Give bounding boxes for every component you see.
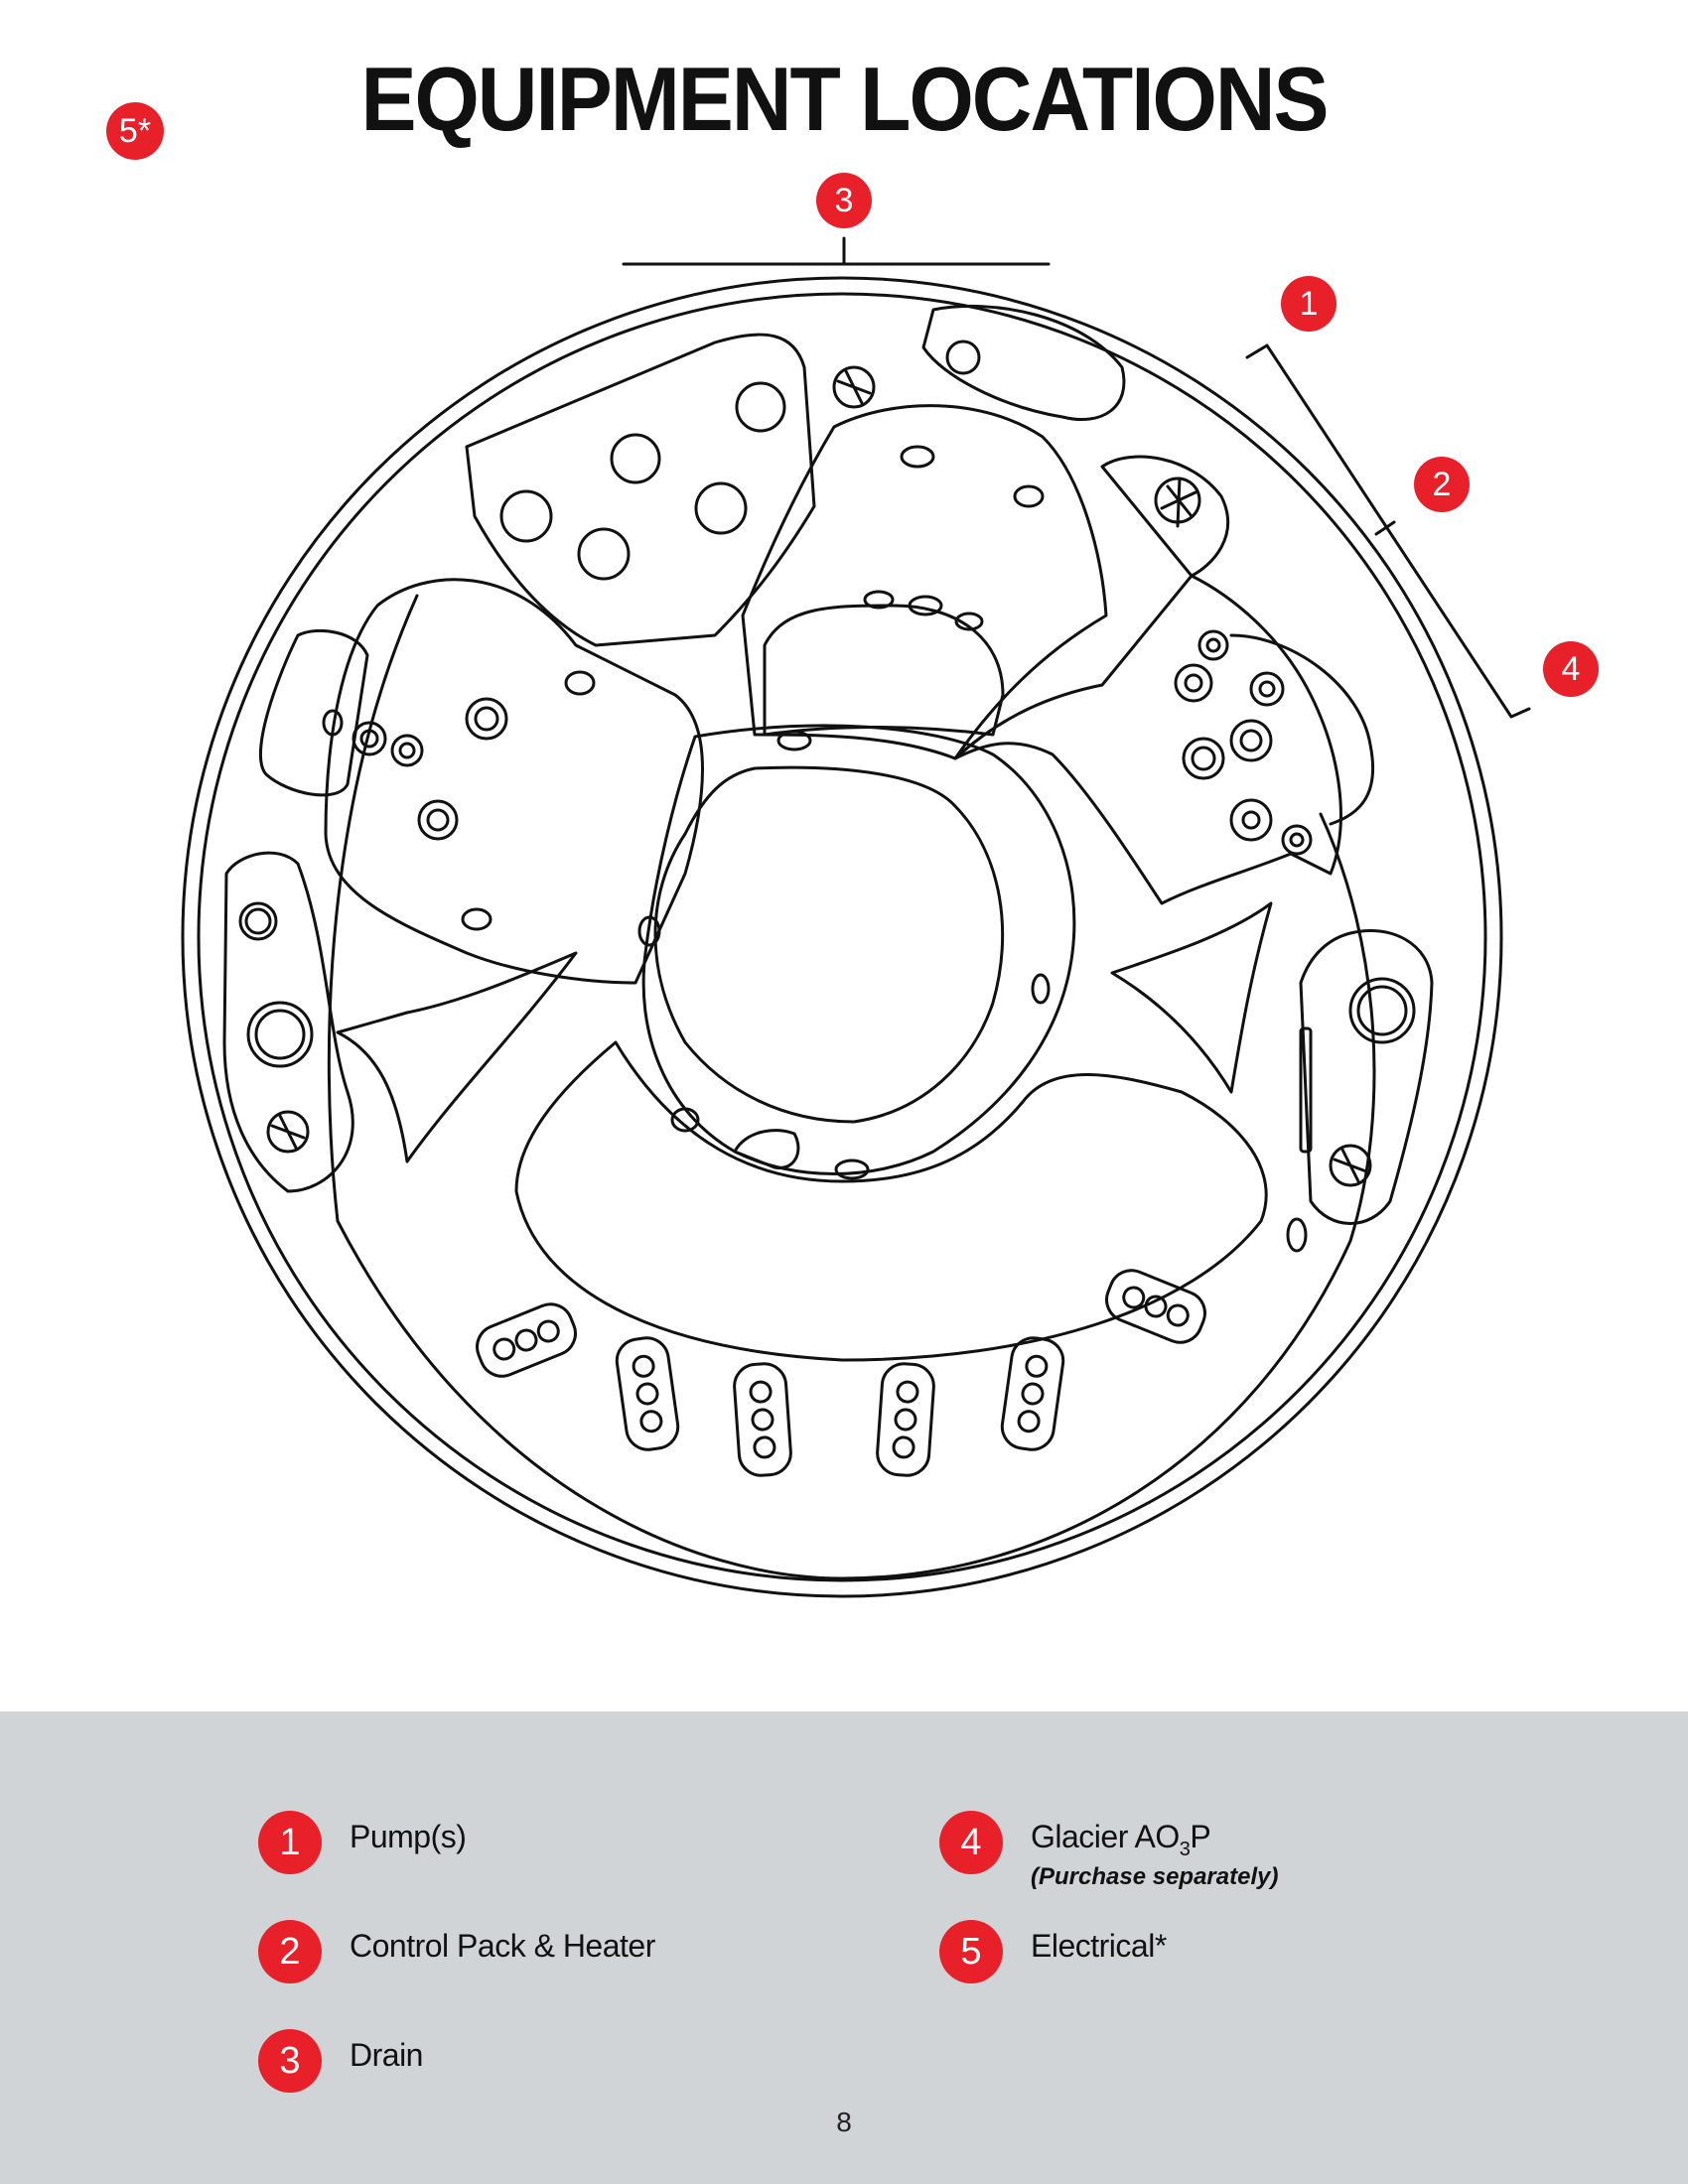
legend-label: Control Pack & Heater — [350, 1928, 655, 1964]
tub-inner-rim — [197, 292, 1487, 1582]
legend-number: 4 — [960, 1821, 982, 1863]
legend-item-pumps: 1 Pump(s) — [258, 1811, 467, 1874]
glacier-label-suffix: P — [1190, 1819, 1211, 1854]
legend-note: (Purchase separately) — [1031, 1863, 1279, 1890]
right-valve-icon — [1329, 1144, 1372, 1187]
legend-panel: 1 Pump(s) 2 Control Pack & Heater 3 Drai… — [0, 1711, 1688, 2184]
bench-seat — [514, 1040, 1268, 1362]
legend-item-control-pack: 2 Control Pack & Heater — [258, 1920, 655, 1983]
left-valve-icon — [266, 1110, 310, 1154]
legend-badge: 5 — [939, 1920, 1003, 1983]
bench-jets — [476, 1269, 1206, 1477]
left-pillow — [258, 628, 369, 797]
left-pillow-jet — [322, 709, 344, 737]
legend-badge: 4 — [939, 1811, 1003, 1874]
glacier-label-prefix: Glacier AO — [1031, 1819, 1180, 1854]
back-seat — [741, 404, 1108, 760]
page-number: 8 — [836, 2107, 852, 2137]
control-pack-marker: 2 — [1414, 457, 1470, 512]
legend-label: Glacier AO3P — [1031, 1819, 1278, 1861]
tub-outer-rim — [181, 276, 1503, 1598]
legend-label: Electrical* — [1031, 1928, 1167, 1964]
top-valve-icon — [832, 365, 876, 409]
pumps-marker: 1 — [1281, 276, 1336, 332]
electrical-marker-label: 5* — [118, 111, 152, 150]
left-console — [222, 851, 354, 1193]
glacier-marker-label: 4 — [1561, 649, 1581, 688]
legend-number: 5 — [960, 1930, 982, 1973]
right-divider — [1110, 901, 1273, 1094]
left-divider — [336, 951, 578, 1163]
legend-badge: 3 — [258, 2029, 322, 2093]
drain-marker-label: 3 — [834, 181, 854, 219]
legend-item-glacier: 4 Glacier AO3P (Purchase separately) — [939, 1811, 1278, 1891]
pumps-marker-label: 1 — [1299, 284, 1319, 323]
electrical-marker: 5* — [106, 102, 164, 160]
tub-inner-wall — [327, 594, 1376, 1580]
page-title: EQUIPMENT LOCATIONS — [360, 49, 1329, 150]
lounger-headrest — [465, 333, 816, 647]
drain-callout-line — [622, 236, 1051, 266]
control-pack-marker-label: 2 — [1432, 465, 1452, 503]
top-right-console — [921, 304, 1229, 578]
legend-item-drain: 3 Drain — [258, 2029, 423, 2093]
drain-marker: 3 — [816, 173, 872, 228]
legend-label: Drain — [350, 2037, 423, 2073]
legend-number: 1 — [279, 1821, 301, 1863]
legend-label: Pump(s) — [350, 1819, 467, 1854]
glacier-marker: 4 — [1543, 641, 1599, 697]
equipment-bracket — [1245, 343, 1531, 719]
footwell — [637, 724, 1076, 1180]
right-seat — [953, 574, 1375, 905]
legend-badge: 1 — [258, 1811, 322, 1874]
hot-tub-diagram — [181, 236, 1531, 1598]
legend-badge: 2 — [258, 1920, 322, 1983]
legend-number: 3 — [279, 2039, 301, 2082]
glacier-label-subscript: 3 — [1179, 1839, 1191, 1860]
right-console — [1286, 928, 1434, 1253]
legend-number: 2 — [279, 1930, 301, 1973]
legend-item-electrical: 5 Electrical* — [939, 1920, 1167, 1983]
